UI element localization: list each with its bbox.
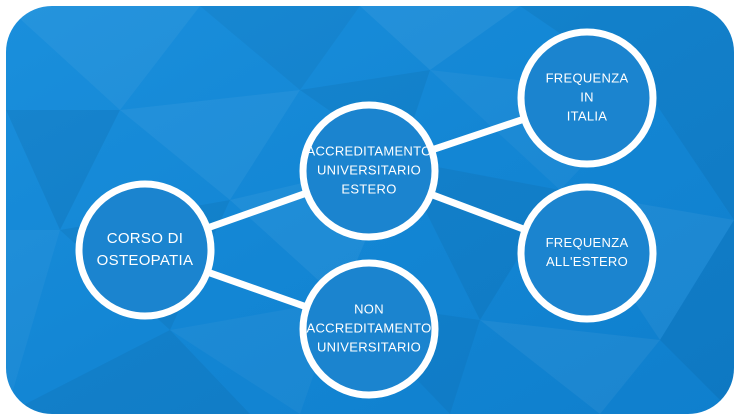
node-label-line: OSTEOPATIA bbox=[97, 252, 194, 269]
node-frequenza-italia: FREQUENZA IN ITALIA bbox=[517, 28, 657, 168]
node-label-line: FREQUENZA bbox=[546, 235, 629, 250]
node-non-accreditamento: NON ACCREDITAMENTO UNIVERSITARIO bbox=[299, 259, 439, 399]
node-label-line: UNIVERSITARIO bbox=[317, 162, 421, 177]
node-corso: CORSO DI OSTEOPATIA bbox=[75, 180, 215, 320]
node-frequenza-estero: FREQUENZA ALL'ESTERO bbox=[517, 183, 657, 323]
diagram-nodes: CORSO DI OSTEOPATIA ACCREDITAMENTO UNIVERSI… bbox=[75, 28, 657, 399]
node-label-line: ACCREDITAMENTO bbox=[306, 144, 431, 159]
node-circle bbox=[299, 259, 439, 399]
node-label-line: NON bbox=[354, 302, 384, 317]
node-circle bbox=[517, 183, 657, 323]
node-label-line: ESTERO bbox=[341, 181, 396, 196]
node-label-line: FREQUENZA bbox=[546, 71, 629, 86]
node-circle bbox=[517, 28, 657, 168]
node-accreditamento: ACCREDITAMENTO UNIVERSITARIO ESTERO bbox=[299, 101, 439, 241]
node-label-line: ACCREDITAMENTO bbox=[306, 320, 431, 335]
node-label-line: UNIVERSITARIO bbox=[317, 339, 421, 354]
node-label-line: ITALIA bbox=[567, 108, 608, 123]
node-label-line: CORSO DI bbox=[107, 230, 184, 247]
node-label-line: IN bbox=[580, 89, 594, 104]
node-circle bbox=[299, 101, 439, 241]
node-label-line: ALL'ESTERO bbox=[546, 254, 628, 269]
node-circle bbox=[75, 180, 215, 320]
